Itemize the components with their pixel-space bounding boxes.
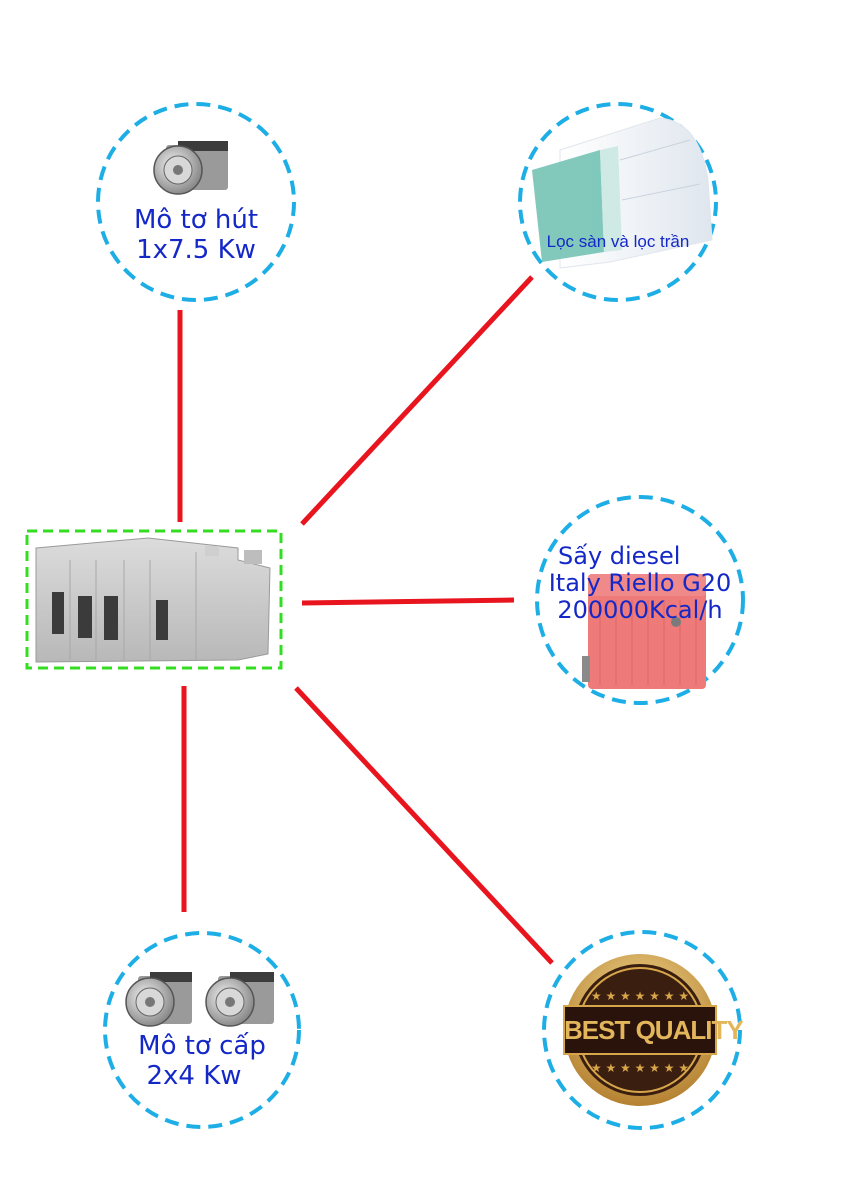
supply-motor-label-line1: Mô tơ cấp [138, 1031, 266, 1061]
filter-roll-icon [532, 117, 713, 269]
supply-motor-label: Mô tơ cấp 2x4 Kw [102, 1031, 302, 1092]
best-quality-text: BEST QUALITY [564, 1012, 744, 1048]
connector-dryer [301, 597, 515, 606]
svg-text:★ ★ ★ ★ ★ ★ ★: ★ ★ ★ ★ ★ ★ ★ [591, 989, 689, 1003]
spray-booth [25, 529, 283, 670]
dryer-label-line2: Italy Riello G20 [548, 569, 732, 598]
suction-motor-label: Mô tơ hút 1x7.5 Kw [96, 205, 296, 266]
filters-node [518, 102, 718, 302]
filters-label: Lọc sàn và lọc trần [520, 232, 716, 252]
spray-booth-icon [35, 537, 271, 663]
diesel-burner-icon [582, 574, 706, 689]
dryer-label-line1: Sấy diesel [558, 542, 681, 570]
dryer-label-line3: 200000Kcal/h [557, 596, 723, 625]
supply-motor-node [103, 931, 301, 1129]
dryer-label: Sấy diesel Italy Riello G20 200000Kcal/h [528, 542, 752, 625]
connector-filters [300, 275, 534, 526]
supply-motor-label-line2: 2x4 Kw [146, 1060, 242, 1091]
quality-node: ★ ★ ★ ★ ★ ★ ★ ★ ★ ★ ★ ★ ★ ★ [542, 930, 742, 1130]
dryer-node [535, 495, 745, 705]
svg-text:★ ★ ★ ★ ★ ★ ★: ★ ★ ★ ★ ★ ★ ★ [591, 1061, 689, 1075]
blower-fan-icon [153, 141, 228, 195]
suction-motor-label-line2: 1x7.5 Kw [136, 234, 256, 265]
connector-quality [294, 686, 554, 965]
best-quality-text-value: BEST QUALITY [564, 1015, 744, 1045]
suction-motor-node [96, 102, 296, 302]
suction-motor-label-line1: Mô tơ hút [133, 205, 259, 235]
blower-fan-icon [205, 972, 274, 1027]
connector-lines [177, 275, 554, 965]
best-quality-badge-icon: ★ ★ ★ ★ ★ ★ ★ ★ ★ ★ ★ ★ ★ ★ [563, 954, 717, 1106]
blower-fan-icon [125, 972, 192, 1027]
filters-label-text: Lọc sàn và lọc trần [546, 232, 690, 251]
